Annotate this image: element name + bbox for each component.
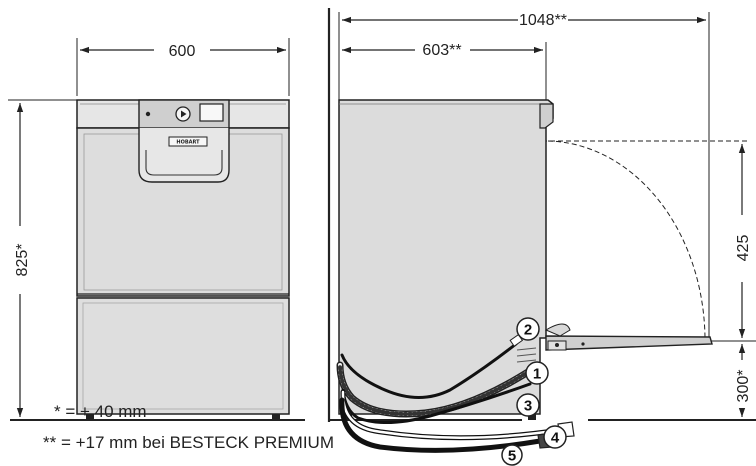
dishwasher-front: HOBART <box>76 99 290 420</box>
footnote-single-asterisk: * = + 40 mm <box>54 402 147 421</box>
depth-dimension: 603** <box>342 42 547 100</box>
callout-2-label: 2 <box>524 322 532 339</box>
callout-3: 3 <box>516 393 540 417</box>
hose-3 <box>341 382 532 425</box>
display-screen <box>199 103 224 122</box>
play-icon <box>181 110 187 118</box>
callout-2: 2 <box>516 317 540 341</box>
depth-label: 603** <box>422 42 461 59</box>
callout-1: 1 <box>525 361 549 385</box>
hose-2 <box>340 342 518 399</box>
front-foot-left <box>86 414 94 420</box>
brand-plate <box>168 136 208 147</box>
front-width-label: 600 <box>169 43 196 60</box>
base-height-dimension: 300* <box>735 344 752 417</box>
front-height-dimension: 825* <box>8 99 80 417</box>
footnote-double-asterisk: ** = +17 mm bei BESTECK PREMIUM <box>43 433 334 452</box>
side-foot-right <box>528 414 536 420</box>
base-height-label: 300* <box>735 370 752 403</box>
door-handle: HOBART <box>138 128 230 183</box>
total-depth-label: 1048** <box>519 12 567 29</box>
callout-5-label: 5 <box>508 448 516 465</box>
dishwasher-side <box>338 99 554 420</box>
brand-logo: HOBART <box>176 140 200 146</box>
callout-4: 4 <box>543 425 567 449</box>
callout-5: 5 <box>501 444 523 466</box>
hoses <box>336 333 575 453</box>
indicator-light <box>145 111 151 117</box>
door-height-dimension: 425 <box>470 140 756 342</box>
door-swing-arc <box>547 140 706 339</box>
front-view: 600 825* <box>8 38 305 421</box>
callout-4-label: 4 <box>551 430 560 447</box>
callout-1-label: 1 <box>533 366 541 383</box>
front-width-dimension: 600 <box>76 38 290 96</box>
side-view: 1048** 603** 425 300* <box>327 8 756 466</box>
callout-3-label: 3 <box>524 398 532 415</box>
open-door <box>544 323 713 351</box>
hose-5 <box>339 397 543 453</box>
front-height-label: 825* <box>14 244 31 277</box>
control-panel <box>138 99 230 129</box>
total-depth-dimension: 1048** <box>338 12 710 340</box>
door-height-label: 425 <box>735 235 752 262</box>
front-foot-right <box>272 414 280 420</box>
